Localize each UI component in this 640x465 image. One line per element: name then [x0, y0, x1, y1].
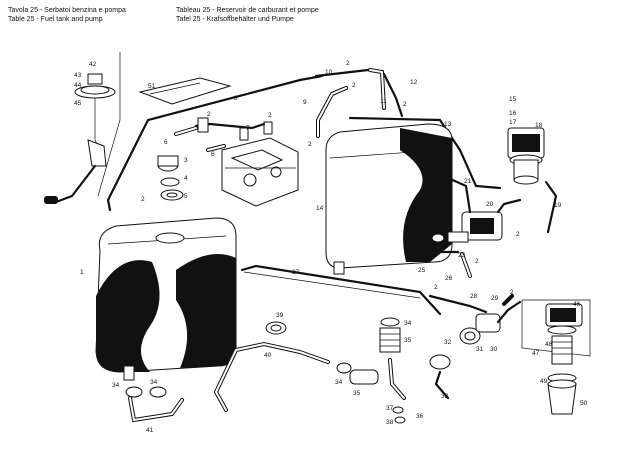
fuel-tank-left [95, 217, 237, 381]
clamps-and-filter-center [336, 317, 406, 424]
callout-34: 34 [112, 382, 120, 389]
callout-37: 37 [386, 405, 394, 412]
callout-2: 2 [352, 82, 356, 89]
carburettor [221, 121, 299, 207]
callout-34: 34 [150, 379, 158, 386]
header-line-french: Tableau 25 - Reservoir de carburant et p… [176, 7, 319, 14]
callout-10: 10 [325, 69, 333, 76]
callout-2: 2 [475, 258, 479, 265]
callout-7: 7 [246, 125, 250, 132]
callout-47: 47 [532, 350, 540, 357]
callout-49: 49 [540, 378, 548, 385]
callout-14: 14 [316, 205, 324, 212]
callout-2: 2 [510, 289, 514, 296]
callout-6: 6 [211, 151, 215, 158]
callout-51: 51 [148, 83, 156, 90]
callout-3: 3 [184, 157, 188, 164]
callout-38: 38 [386, 419, 394, 426]
callout-41: 41 [146, 427, 154, 434]
callout-40: 40 [264, 352, 272, 359]
callout-8: 8 [234, 95, 238, 102]
pipe-28 [428, 294, 488, 314]
callout-30: 30 [490, 346, 498, 353]
callout-2: 2 [141, 196, 145, 203]
callout-6: 6 [164, 139, 168, 146]
callout-18: 18 [535, 122, 543, 129]
fuel-tank-right [325, 123, 453, 275]
fuel-pump-top-right [507, 127, 558, 234]
header-line-italian: Tavola 25 - Serbatoi benzina e pompa [8, 7, 126, 14]
callout-21: 21 [464, 178, 472, 185]
callout-4: 4 [184, 175, 188, 182]
hose-40 [213, 341, 330, 412]
callout-50: 50 [580, 400, 588, 407]
callout-46: 46 [573, 301, 581, 308]
callout-39: 39 [276, 312, 284, 319]
pipe-8 [106, 74, 324, 212]
fuel-level-sender [44, 73, 116, 204]
callout-28: 28 [470, 293, 478, 300]
callout-44: 44 [74, 82, 82, 89]
callout-34: 34 [335, 379, 343, 386]
callout-32: 32 [444, 339, 452, 346]
callout-2: 2 [308, 141, 312, 148]
header-italian-english: Tavola 25 - Serbatoi benzina e pompa Tab… [8, 6, 126, 24]
callout-16: 16 [509, 110, 517, 117]
callout-20: 20 [486, 201, 494, 208]
callout-42: 42 [89, 61, 97, 68]
callout-35: 35 [404, 337, 412, 344]
callout-43: 43 [74, 72, 82, 79]
callout-9: 9 [303, 99, 307, 106]
callout-23: 23 [458, 252, 466, 259]
filler-cap-parts [157, 155, 184, 201]
part-51-sheet [138, 77, 232, 105]
callout-2: 2 [268, 112, 272, 119]
callout-2: 2 [346, 60, 350, 67]
callout-2: 2 [516, 231, 520, 238]
callout-26: 26 [445, 275, 453, 282]
callout-5: 5 [184, 193, 188, 200]
callout-29: 29 [491, 295, 499, 302]
hose-29 [502, 294, 514, 306]
pipe-13 [348, 116, 502, 190]
pipe-27 [240, 264, 442, 316]
callout-25: 25 [418, 267, 426, 274]
callout-2: 2 [207, 111, 211, 118]
header-french-german: Tableau 25 - Reservoir de carburant et p… [176, 6, 319, 24]
callout-48: 48 [545, 341, 553, 348]
callout-2: 2 [434, 284, 438, 291]
pipe-10 [314, 68, 370, 78]
callout-23: 23 [436, 213, 444, 220]
pump-inset [521, 299, 591, 415]
callout-15: 15 [509, 96, 517, 103]
callout-35: 35 [353, 390, 361, 397]
callout-17: 17 [509, 119, 517, 126]
callout-33: 33 [441, 393, 449, 400]
hoses-6-7 [174, 117, 266, 152]
callout-34: 34 [404, 320, 412, 327]
callout-12: 12 [410, 79, 418, 86]
callout-31: 31 [476, 346, 484, 353]
callout-45: 45 [74, 100, 82, 107]
callout-27: 27 [292, 269, 300, 276]
electric-fuel-pump [422, 176, 522, 278]
callout-24: 24 [441, 224, 449, 231]
hose-33-and-fitting-32 [429, 300, 522, 400]
callout-2: 2 [403, 101, 407, 108]
callout-13: 13 [444, 121, 452, 128]
callout-36: 36 [416, 413, 424, 420]
header-line-german: Tafel 25 - Krafsoffbehälter und Pumpe [176, 16, 294, 23]
sender-inset-frame [97, 52, 121, 197]
callout-labels: 1 2 2 2 2 2 2 2 2 2 2 2 3 4 5 6 6 7 8 9 … [74, 60, 588, 434]
header-line-english: Table 25 - Fuel tank and pump [8, 16, 103, 23]
callout-11: 11 [380, 98, 387, 105]
callout-22: 22 [424, 213, 432, 220]
callout-19: 19 [554, 202, 562, 209]
callout-1: 1 [80, 269, 84, 276]
pipe-12 [382, 72, 404, 118]
